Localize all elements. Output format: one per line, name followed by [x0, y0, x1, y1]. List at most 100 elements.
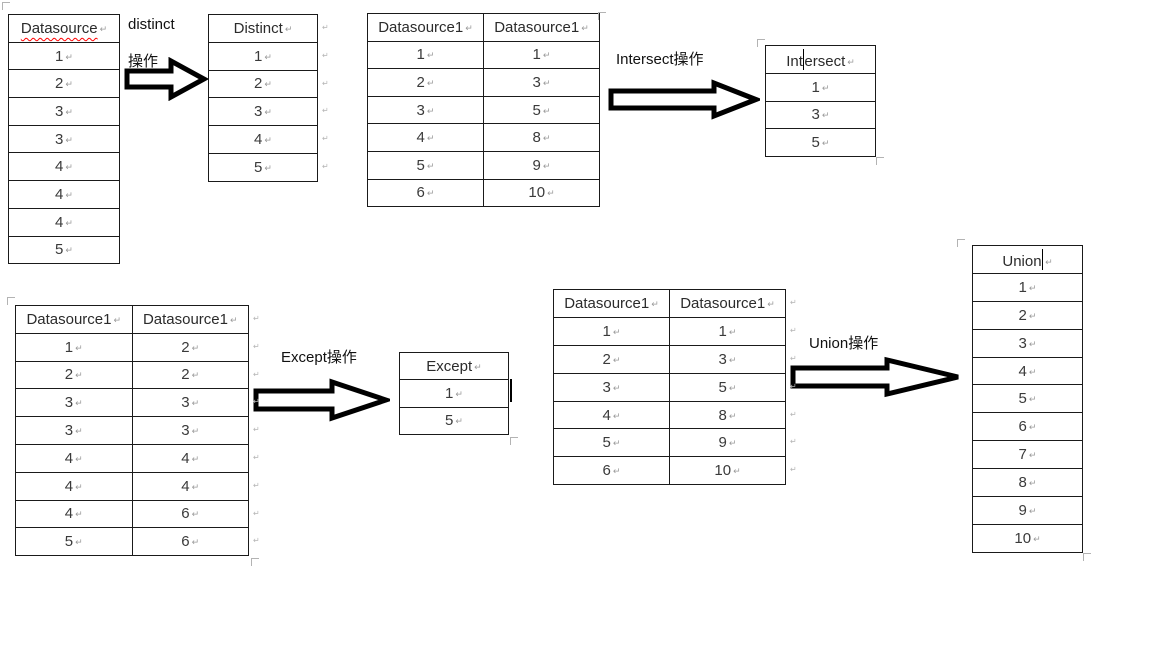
table-header-cell[interactable]: Datasource↵ [8, 14, 120, 43]
table-cell[interactable]: 4↵ [131, 443, 249, 473]
table-cell[interactable]: 4↵ [15, 499, 133, 529]
table-cell[interactable]: 7↵ [972, 440, 1083, 470]
table-cell[interactable]: 3↵ [367, 95, 484, 125]
table-cell[interactable]: 3↵ [131, 416, 249, 445]
table-cell[interactable]: 5↵ [367, 150, 484, 180]
distinct-block-arrow-icon[interactable] [124, 56, 210, 106]
table-cell[interactable]: 5↵ [8, 235, 120, 265]
table-cell[interactable]: 4↵ [367, 123, 484, 152]
intersect-arrow-label[interactable]: Intersect操作 [616, 51, 704, 68]
union-arrow-label[interactable]: Union操作 [809, 335, 879, 352]
table-header-cell[interactable]: Datasource1↵ [483, 13, 600, 42]
table-cell[interactable]: 2↵ [15, 360, 133, 390]
table-cell[interactable]: 1↵ [669, 316, 786, 346]
table-cell[interactable]: 6↵ [131, 499, 249, 529]
table-cell[interactable]: 1↵ [367, 40, 484, 70]
table-header-cell[interactable]: Datasource1↵ [553, 289, 670, 318]
table-cell[interactable]: 6↵ [553, 456, 670, 486]
table-cell[interactable]: 1↵ [15, 332, 133, 362]
table-cell[interactable]: 10↵ [483, 178, 600, 208]
table-cell[interactable]: 10↵ [972, 523, 1083, 553]
table-cell[interactable]: 9↵ [669, 428, 786, 458]
table-cell[interactable]: 3↵ [8, 124, 120, 154]
table-cell[interactable]: 9↵ [483, 150, 600, 180]
table-union-result[interactable]: Union↵1↵2↵3↵4↵5↵6↵7↵8↵9↵10↵ [972, 245, 1083, 553]
table-cell[interactable]: 4↵ [131, 471, 249, 501]
table-cell[interactable]: 2↵ [367, 68, 484, 97]
table-cell[interactable]: 3↵ [553, 372, 670, 402]
table-cell[interactable]: 1↵ [765, 72, 876, 102]
table-cell[interactable]: 2↵ [208, 69, 318, 99]
table-cell[interactable]: 1↵ [399, 379, 509, 408]
table-header-cell[interactable]: Datasource1↵ [669, 289, 786, 318]
table-cell[interactable]: 6↵ [367, 178, 484, 208]
table-cell[interactable]: 3↵ [972, 328, 1083, 358]
table-cell[interactable]: 2↵ [131, 332, 249, 362]
table-cell[interactable]: 3↵ [15, 416, 133, 445]
table-cell[interactable]: 5↵ [399, 406, 509, 435]
table-cell[interactable]: 2↵ [131, 360, 249, 390]
except-arrow-label[interactable]: Except操作 [281, 349, 357, 366]
table-header-cell[interactable]: Distinct↵ [208, 14, 318, 43]
table-cell[interactable]: 10↵ [669, 456, 786, 486]
table-cell[interactable]: 1↵ [8, 41, 120, 71]
table-cell[interactable]: 1↵ [972, 272, 1083, 302]
table-cell[interactable]: 4↵ [8, 180, 120, 209]
table-header-cell[interactable]: Except↵ [399, 351, 509, 381]
union-block-arrow-icon[interactable] [790, 356, 962, 403]
table-cell[interactable]: 5↵ [15, 527, 133, 557]
table-cell[interactable]: 4↵ [208, 125, 318, 154]
table-cell[interactable]: 3↵ [765, 100, 876, 130]
table-cell[interactable]: 4↵ [553, 400, 670, 430]
table-cell[interactable]: 4↵ [972, 356, 1083, 386]
table-cell[interactable]: 5↵ [972, 384, 1083, 414]
table-header-cell[interactable]: Datasource1↵ [15, 305, 133, 334]
table-header-cell[interactable]: Datasource1↵ [367, 13, 484, 42]
table-distinct-result[interactable]: Distinct↵1↵2↵3↵4↵5↵ [208, 14, 318, 182]
table-cell[interactable]: 5↵ [553, 428, 670, 458]
table-cell[interactable]: 1↵ [483, 40, 600, 70]
table-resize-handle[interactable] [1083, 553, 1091, 561]
distinct-arrow-label-line1[interactable]: distinct [128, 16, 175, 33]
intersect-block-arrow-icon[interactable] [608, 79, 763, 125]
table-cell[interactable]: 8↵ [669, 400, 786, 430]
table-cell[interactable]: 5↵ [765, 128, 876, 158]
table-cell[interactable]: 1↵ [553, 316, 670, 346]
table-cell[interactable]: 5↵ [483, 95, 600, 125]
distinct-arrow-label-line2[interactable]: 操作 [128, 53, 159, 70]
table-resize-handle[interactable] [876, 157, 884, 165]
table-cell[interactable]: 6↵ [131, 527, 249, 557]
table-cell[interactable]: 8↵ [483, 123, 600, 152]
table-cell[interactable]: 8↵ [972, 468, 1083, 498]
table-cell[interactable]: 5↵ [669, 372, 786, 402]
table-except-source[interactable]: Datasource1↵Datasource1↵1↵2↵2↵2↵3↵3↵3↵3↵… [15, 305, 249, 557]
table-resize-handle[interactable] [510, 437, 518, 445]
table-cell[interactable]: 3↵ [208, 97, 318, 127]
table-cell[interactable]: 6↵ [972, 412, 1083, 442]
table-cell[interactable]: 2↵ [972, 300, 1083, 330]
table-resize-handle[interactable] [251, 558, 259, 566]
table-intersect-source[interactable]: Datasource1↵Datasource1↵1↵1↵2↵3↵3↵5↵4↵8↵… [367, 13, 600, 208]
table-union-source[interactable]: Datasource1↵Datasource1↵1↵1↵2↵3↵3↵5↵4↵8↵… [553, 289, 786, 486]
table-cell[interactable]: 1↵ [208, 41, 318, 71]
table-datasource[interactable]: Datasource↵1↵2↵3↵3↵4↵4↵4↵5↵ [8, 14, 120, 265]
table-cell[interactable]: 9↵ [972, 496, 1083, 525]
table-cell[interactable]: 4↵ [15, 471, 133, 501]
table-cell[interactable]: 3↵ [15, 388, 133, 418]
table-cell[interactable]: 3↵ [8, 97, 120, 126]
table-cell[interactable]: 2↵ [8, 69, 120, 99]
table-header-cell[interactable]: Datasource1↵ [131, 305, 249, 334]
table-cell[interactable]: 4↵ [15, 443, 133, 473]
except-block-arrow-icon[interactable] [253, 378, 394, 427]
table-cell[interactable]: 3↵ [483, 68, 600, 97]
table-cell[interactable]: 5↵ [208, 152, 318, 182]
table-cell[interactable]: 4↵ [8, 207, 120, 237]
table-except-result[interactable]: Except↵1↵5↵ [399, 351, 509, 435]
table-cell[interactable]: 3↵ [131, 388, 249, 418]
table-cell[interactable]: 3↵ [669, 344, 786, 374]
table-cell[interactable]: 4↵ [8, 152, 120, 182]
table-cell[interactable]: 2↵ [553, 344, 670, 374]
table-header-cell[interactable]: Union↵ [972, 245, 1083, 274]
